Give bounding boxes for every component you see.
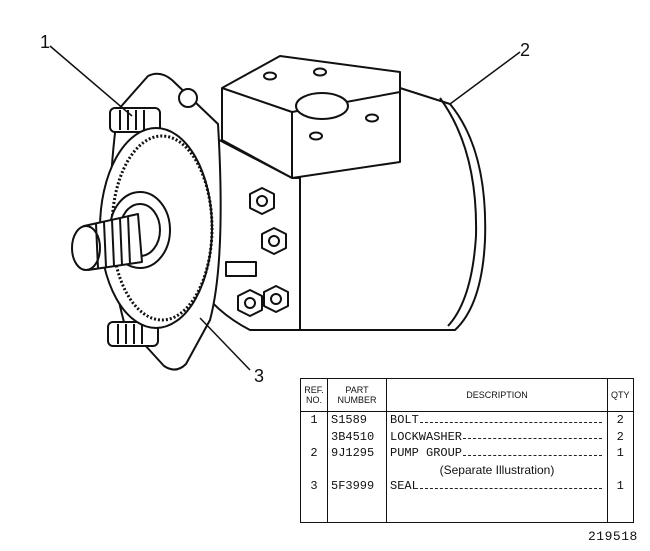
desc-cell: PUMP GROUP [390,446,463,460]
stud-lower [107,321,159,347]
ref-cell [304,429,324,446]
header-ref-line2: NO. [305,395,322,405]
header-ref-line1: REF. [304,385,324,395]
seal-ring [110,134,214,322]
qty-cell: 2 [616,413,624,427]
leader-1 [49,45,133,117]
ref-cell: 3 [310,479,318,493]
housing-end-curve [439,97,478,327]
leader-3 [199,317,251,371]
dash-leader [463,445,602,456]
splined-shaft [71,213,143,271]
ref-cell [304,462,324,479]
desc-note: (Separate Illustration) [439,462,555,477]
header-ref-no: REF. NO. [300,378,328,412]
desc-cell: LOCKWASHER [390,429,463,444]
header-part-line2: NUMBER [337,395,377,405]
header-part-line1: PART [345,385,369,395]
part-cell: 5F3999 [331,479,375,493]
ref-cell: 2 [310,446,318,460]
port-opening [295,92,349,120]
desc-row: PUMP GROUP [390,445,604,462]
dash-leader [419,478,602,489]
flange-nut [178,88,198,108]
description-column: BOLT LOCKWASHER PUMP GROUP (Separate Ill… [386,411,608,523]
hex-bolt-upper [249,187,275,215]
table-body-row: 1 2 3 S1589 3B4510 9J1295 5F3999 BOLT LO… [300,411,634,523]
hex-bolt-lower-right [263,285,289,313]
qty-cell: 2 [616,429,624,444]
parts-table: REF. NO. PART NUMBER DESCRIPTION QTY 1 2… [300,378,634,523]
hex-bolt-lower-left [237,289,263,317]
part-cell [331,462,383,479]
part-column: S1589 3B4510 9J1295 5F3999 [327,411,387,523]
ref-cell: 1 [310,413,318,427]
header-part-number: PART NUMBER [327,378,387,412]
desc-cell: SEAL [390,479,419,493]
dash-leader [463,429,602,439]
qty-cell: 1 [616,479,624,493]
part-cell: S1589 [331,413,368,427]
desc-row: SEAL [390,478,604,495]
callout-3: 3 [254,366,265,386]
part-cell: 9J1295 [331,446,375,460]
table-header-row: REF. NO. PART NUMBER DESCRIPTION QTY [300,378,634,412]
callout-1: 1 [40,32,51,52]
qty-cell [611,462,630,479]
stud-upper [109,107,161,133]
qty-column: 2 2 1 1 [607,411,634,523]
drawing-number: 219518 [588,529,638,544]
desc-row: LOCKWASHER [390,429,604,446]
qty-cell: 1 [616,446,624,460]
drain-plug [225,261,257,277]
desc-cell: BOLT [390,413,419,427]
leader-2 [449,51,521,105]
ref-column: 1 2 3 [300,411,328,523]
callout-2: 2 [520,40,531,60]
header-qty: QTY [607,378,634,412]
header-description: DESCRIPTION [386,378,608,412]
hex-bolt-middle [261,227,287,255]
desc-row: BOLT [390,412,604,429]
part-cell: 3B4510 [331,429,375,444]
dash-leader [419,412,602,423]
